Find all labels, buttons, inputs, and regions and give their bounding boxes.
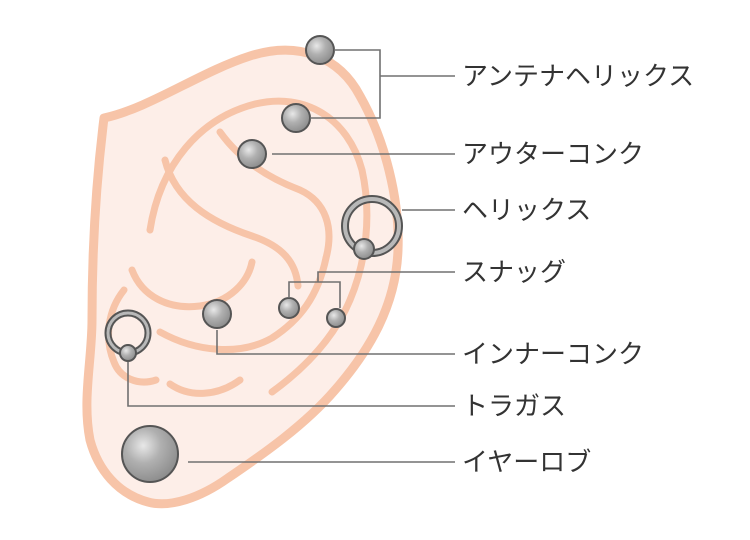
tragus-ring-ball (119, 344, 137, 362)
snug-leader (288, 281, 341, 308)
antihelix-upper (161, 156, 302, 290)
label-helix: ヘリックス (462, 196, 591, 226)
label-earlobe: イヤーロブ (462, 448, 591, 478)
helix-rim-inner (146, 97, 371, 396)
snug-stud-left (278, 297, 300, 319)
tragus-ring (104, 309, 152, 362)
tragus-leader (127, 362, 455, 407)
ear-illustration (82, 45, 403, 509)
piercings (104, 35, 403, 483)
label-outer-conch: アウターコンク (462, 140, 644, 170)
antihelix-body (156, 254, 330, 353)
inner-conch-stud (202, 299, 232, 329)
label-inner-conch: インナーコンク (462, 340, 644, 370)
antenna-helix-leader (310, 49, 381, 119)
antitragus-contour (166, 376, 244, 397)
earlobe-stud (121, 425, 179, 483)
antenna-helix-stud-bottom (281, 103, 311, 133)
helix-ring (341, 195, 403, 260)
labels: アンテナヘリックス アウターコンク ヘリックス スナッグ インナーコンク トラガ… (462, 62, 694, 478)
leader-lines (127, 49, 455, 463)
antenna-helix-stud-top (305, 35, 335, 65)
label-snug: スナッグ (462, 258, 566, 288)
outer-conch-stud (237, 139, 267, 169)
tragus-contour (105, 286, 160, 386)
concha-ridge (128, 258, 256, 311)
inner-conch-leader (216, 330, 455, 355)
snug-stud-right (326, 308, 346, 328)
label-antenna-helix: アンテナヘリックス (462, 62, 694, 92)
label-tragus: トラガス (462, 392, 566, 422)
helix-ring-ball (353, 238, 375, 260)
snug-leader-tail (317, 271, 455, 282)
